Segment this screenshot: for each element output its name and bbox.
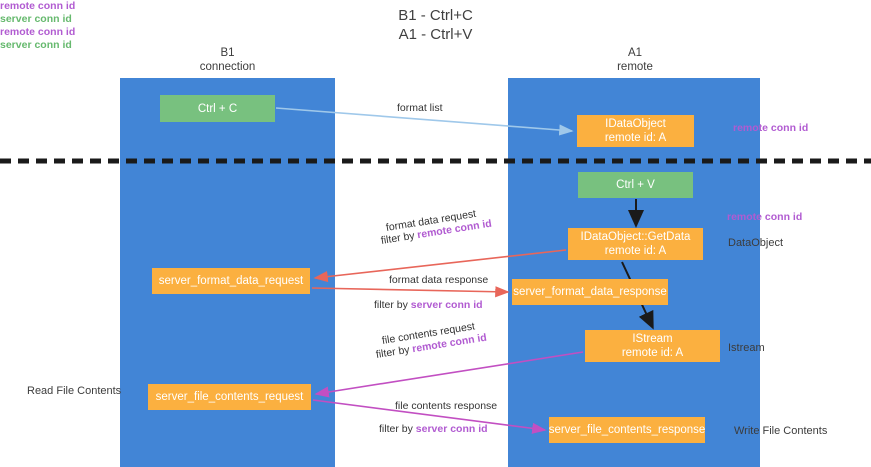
node-ctrl-c[interactable]: Ctrl + C xyxy=(160,95,275,122)
node-idataobject-getdata[interactable]: IDataObject::GetData remote id: A xyxy=(568,228,703,260)
server-conn-id-text: server conn id xyxy=(415,423,488,435)
annotation-left-remote-conn-id: remote conn id xyxy=(0,0,76,12)
swimlane-b1-heading: B1 connection xyxy=(199,47,256,73)
node-server-format-data-request[interactable]: server_format_data_request xyxy=(152,268,310,294)
node-server-file-contents-request[interactable]: server_file_contents_request xyxy=(148,384,311,410)
edge-label-format-list: format list xyxy=(397,102,443,114)
filter-by-text: filter by xyxy=(374,299,411,311)
annotation-write-file-contents: Write File Contents xyxy=(734,425,828,437)
annotation-left-conn-ids-middle: remote conn id server conn id xyxy=(0,0,871,26)
annotation-left-server-conn-id-2: server conn id xyxy=(0,39,72,51)
annotation-read-file-contents: Read File Contents xyxy=(27,385,122,397)
annotation-left-server-conn-id: server conn id xyxy=(0,13,72,25)
node-istream[interactable]: IStream remote id: A xyxy=(585,330,720,362)
annotation-left-remote-conn-id-2: remote conn id xyxy=(0,26,76,38)
annotation-remote-conn-id-top: remote conn id xyxy=(733,122,809,134)
annotation-left-conn-ids-bottom: remote conn id server conn id xyxy=(0,26,871,52)
edge-label-format-data-response: format data response xyxy=(389,274,489,286)
annotation-remote-conn-id-mid: remote conn id xyxy=(727,211,803,223)
server-conn-id-text: server conn id xyxy=(410,299,483,311)
page-title: B1 - Ctrl+C A1 - Ctrl+V xyxy=(398,7,473,43)
swimlane-a1-heading: A1 remote xyxy=(617,47,653,73)
node-server-format-data-response[interactable]: server_format_data_response xyxy=(512,279,668,305)
node-idataobject[interactable]: IDataObject remote id: A xyxy=(577,115,694,147)
node-server-file-contents-response[interactable]: server_file_contents_response xyxy=(549,417,705,443)
edge-label-file-contents-response: file contents response xyxy=(395,400,498,412)
edge-label-format-data-response-filter: filter by server conn id xyxy=(374,298,483,312)
node-ctrl-v[interactable]: Ctrl + V xyxy=(578,172,693,198)
annotation-data-object: DataObject xyxy=(728,237,784,249)
arrow-format-data-response xyxy=(311,286,510,298)
edge-label-file-contents-response-filter: filter by server conn id xyxy=(379,422,488,436)
filter-by-text: filter by xyxy=(375,343,414,361)
filter-by-text: filter by xyxy=(379,423,416,435)
annotation-istream: Istream xyxy=(728,342,765,354)
